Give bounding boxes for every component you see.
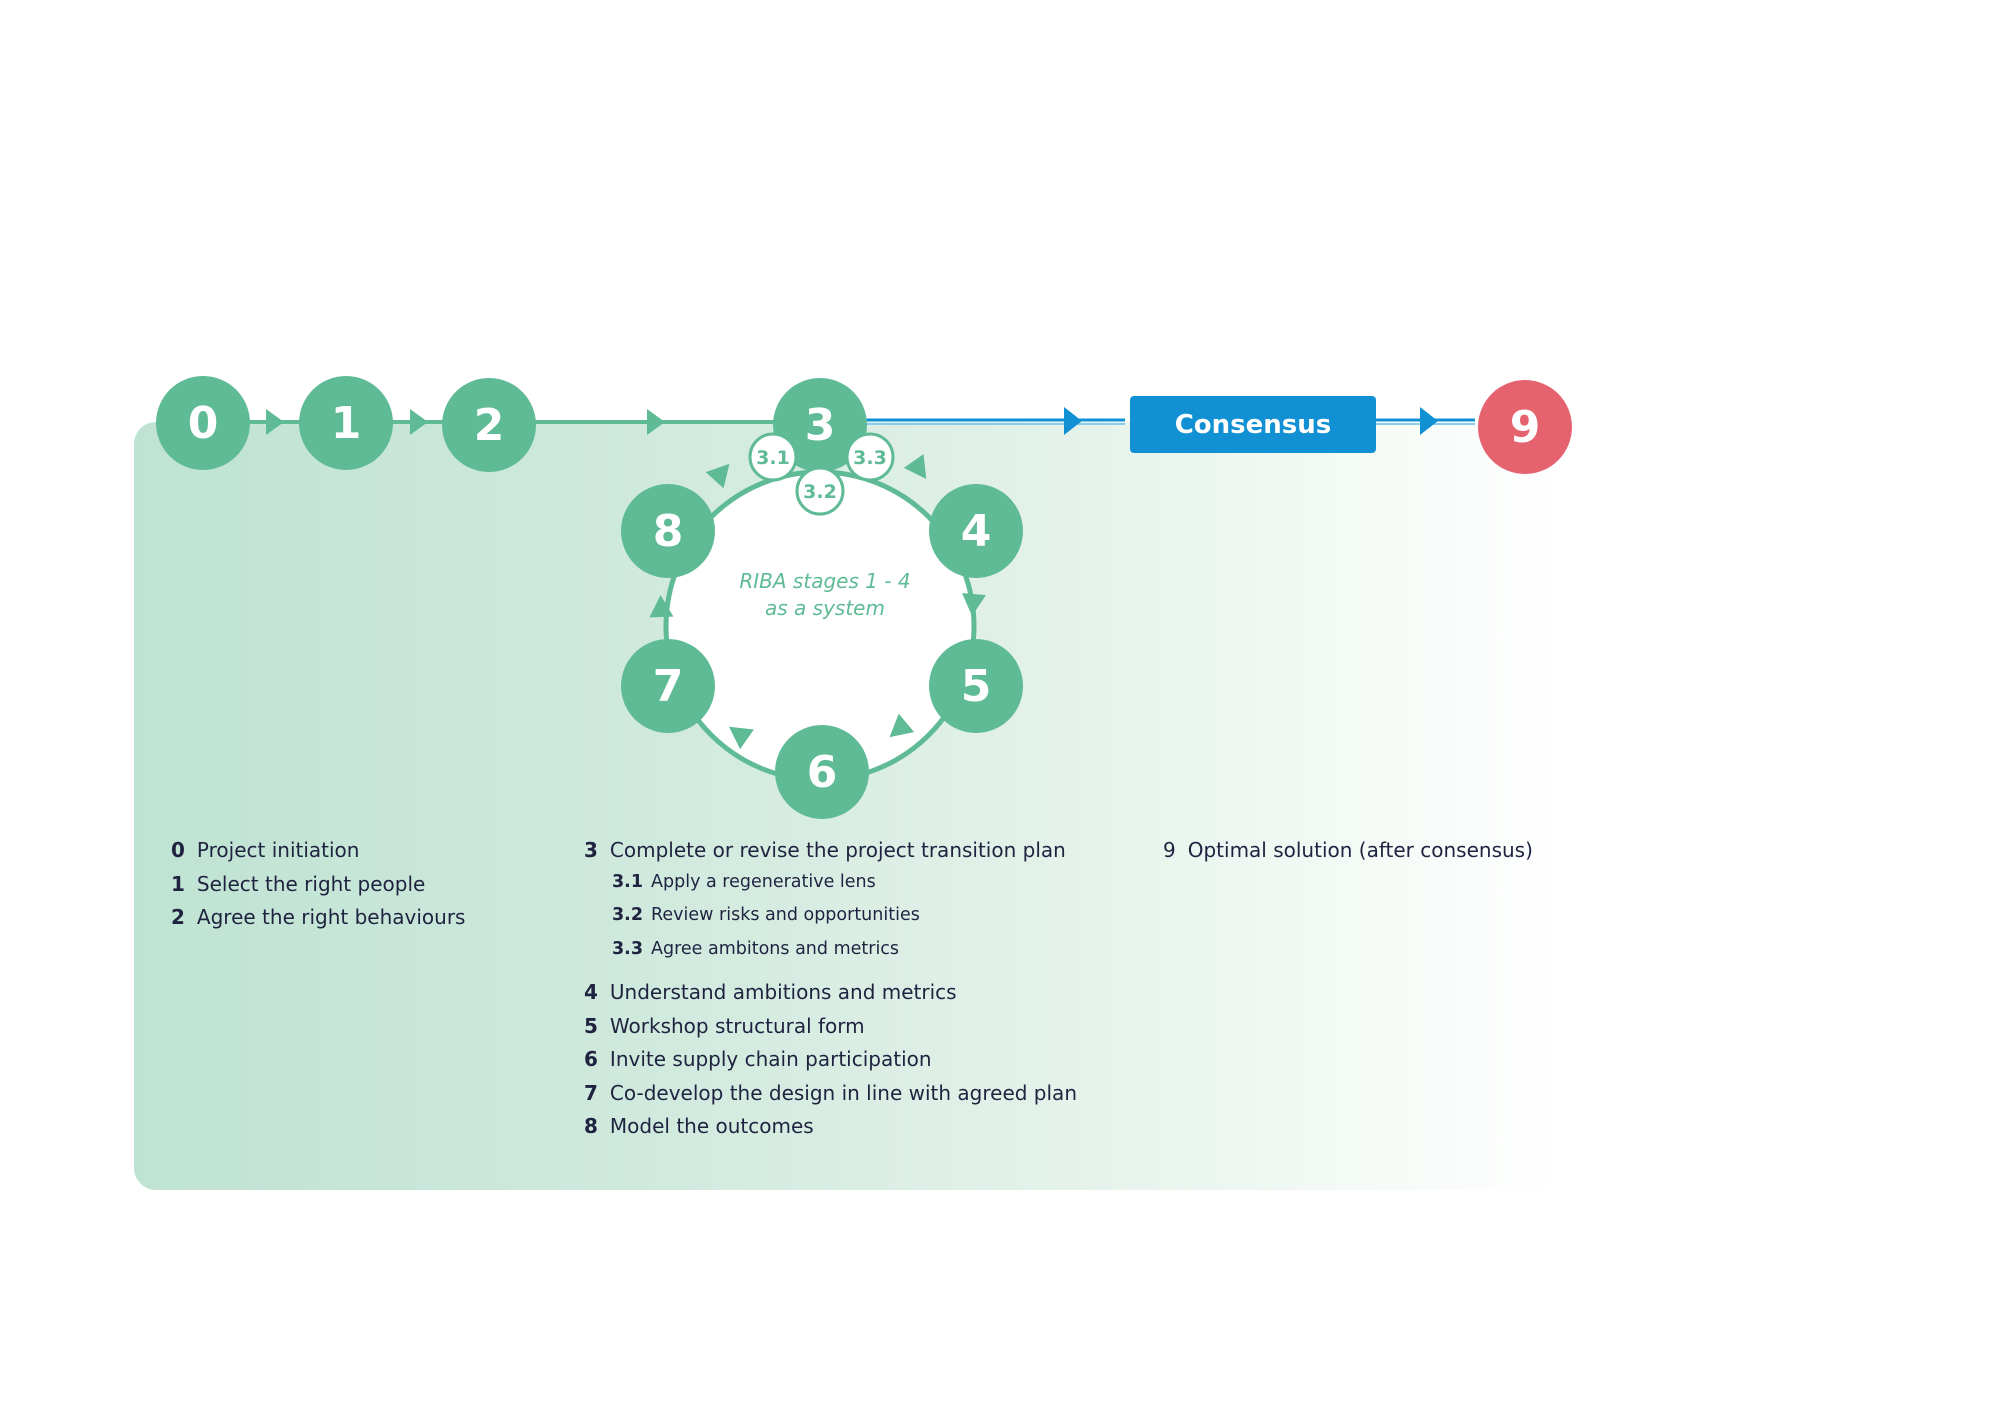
stage-node-4: 4 — [929, 484, 1023, 578]
legend-item-7: 7 Co-develop the design in line with agr… — [584, 1080, 1077, 1105]
legend-item-5: 5 Workshop structural form — [584, 1013, 865, 1038]
svg-text:6: 6 — [807, 747, 838, 798]
stage-node-6: 6 — [775, 725, 869, 819]
svg-text:5: 5 — [961, 661, 992, 712]
legend-item-2: 2 Agree the right behaviours — [171, 905, 466, 929]
svg-text:0: 0 — [188, 398, 219, 449]
legend-item-9: 9 Optimal solution (after consensus) — [1163, 838, 1533, 862]
arrow-icon — [705, 463, 730, 489]
legend-item-0: 0 Project initiation — [171, 838, 360, 862]
stage-node-7: 7 — [621, 639, 715, 733]
stage-node-2: 2 — [442, 378, 536, 472]
arrow-icon — [1064, 407, 1082, 435]
svg-text:9: 9 — [1510, 402, 1541, 453]
svg-text:3: 3 — [805, 400, 836, 451]
stage-node-3-2: 3.2 — [795, 466, 845, 516]
svg-text:3.3: 3.3 — [853, 447, 887, 469]
arrow-icon — [266, 409, 284, 435]
stage-node-3-3: 3.3 — [845, 432, 895, 482]
stage-node-0: 0 — [156, 376, 250, 470]
svg-text:3.1: 3.1 — [756, 447, 790, 469]
legend-column-1: 0 Project initiation 1 Select the right … — [171, 838, 465, 939]
arrow-icon — [647, 409, 665, 435]
stage-node-3-1: 3.1 — [748, 432, 798, 482]
center-caption-line2: as a system — [765, 596, 885, 620]
svg-text:7: 7 — [653, 661, 684, 712]
legend-item-6: 6 Invite supply chain participation — [584, 1047, 932, 1071]
svg-text:Consensus: Consensus — [1175, 410, 1332, 440]
legend-item-3: 3 Complete or revise the project transit… — [584, 838, 1066, 862]
svg-text:1: 1 — [331, 398, 362, 449]
legend-item-3-1: 3.1 Apply a regenerative lens — [612, 871, 876, 892]
svg-text:4: 4 — [961, 506, 992, 557]
arrow-icon — [649, 595, 674, 618]
legend-column-3: 9 Optimal solution (after consensus) — [1163, 838, 1533, 872]
center-caption-line1: RIBA stages 1 - 4 — [739, 569, 910, 593]
arrow-icon — [1420, 407, 1438, 435]
arrow-icon — [728, 726, 754, 750]
legend-item-1: 1 Select the right people — [171, 871, 426, 896]
legend-item-3-2: 3.2 Review risks and opportunities — [612, 905, 920, 925]
stage-node-3: 3 — [773, 378, 867, 472]
svg-text:3.2: 3.2 — [803, 481, 837, 503]
stage-node-9: 9 — [1478, 380, 1572, 474]
arrow-icon — [410, 409, 428, 435]
legend-item-3-3: 3.3 Agree ambitons and metrics — [612, 938, 900, 959]
legend-item-8: 8 Model the outcomes — [584, 1114, 814, 1138]
legend-column-2: 3 Complete or revise the project transit… — [584, 838, 1077, 1148]
consensus-box: Consensus — [1130, 396, 1376, 453]
stage-node-8: 8 — [621, 484, 715, 578]
stage-node-1: 1 — [299, 376, 393, 470]
arrow-icon — [903, 454, 927, 480]
legend-item-4: 4 Understand ambitions and metrics — [584, 980, 957, 1004]
svg-text:2: 2 — [474, 400, 505, 451]
arrow-icon — [962, 592, 986, 616]
stage-node-5: 5 — [929, 639, 1023, 733]
svg-text:8: 8 — [653, 506, 684, 557]
arrow-icon — [889, 713, 915, 738]
